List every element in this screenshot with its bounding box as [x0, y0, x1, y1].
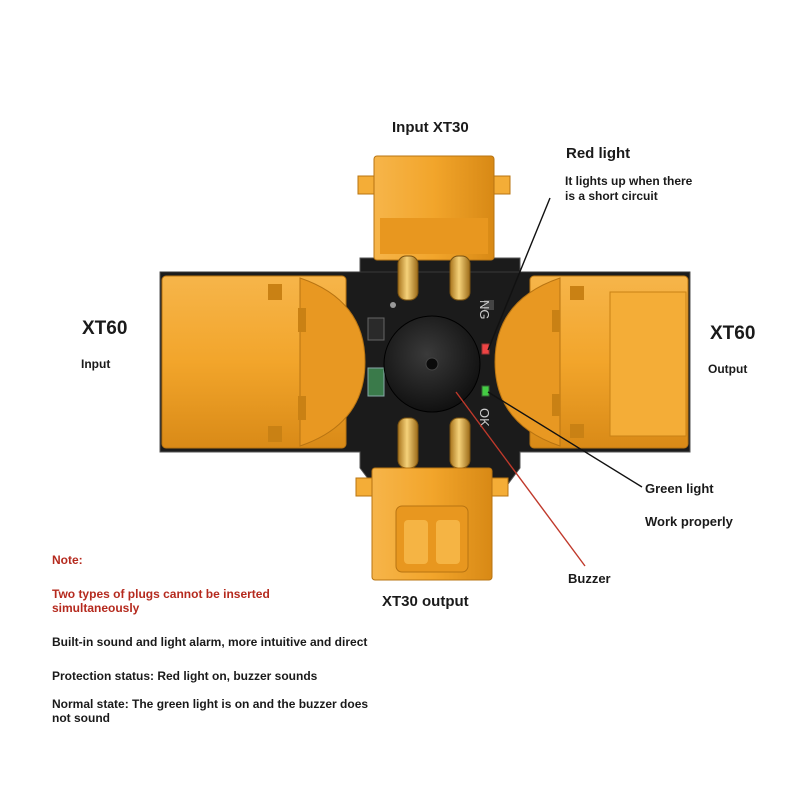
normal-line2: not sound [52, 711, 110, 725]
green-light-callout [487, 391, 643, 488]
input-label: Input [81, 357, 111, 371]
red-light-desc-line2: is a short circuit [565, 189, 658, 203]
pcb-ok-text: OK [477, 408, 492, 427]
xt60-input-connector [161, 275, 366, 449]
warning-line1: Two types of plugs cannot be inserted [52, 587, 270, 601]
buzzer-callout [455, 391, 586, 567]
warning-line2: simultaneously [52, 601, 140, 615]
xt30-output-label: XT30 output [382, 593, 469, 610]
buzzer [383, 315, 481, 413]
pcb-ng-text: NG [477, 300, 492, 320]
note-heading: Note: [52, 553, 83, 567]
red-light-label: Red light [566, 145, 631, 162]
green-light-led [481, 385, 490, 397]
feature-note: Built-in sound and light alarm, more int… [52, 635, 368, 649]
red-light-desc-line1: It lights up when there [565, 174, 693, 188]
red-light-callout [487, 197, 551, 351]
xt30-input-connector [357, 155, 511, 301]
protection-note: Protection status: Red light on, buzzer … [52, 669, 318, 683]
xt60-input-title: XT60 [82, 318, 128, 339]
green-light-label: Green light [645, 481, 714, 496]
normal-line1: Normal state: The green light is on and … [52, 697, 369, 711]
xt60-output-title: XT60 [710, 323, 756, 344]
work-properly-label: Work properly [645, 514, 733, 529]
xt60-output-connector [494, 275, 689, 449]
input-xt30-label: Input XT30 [392, 119, 469, 136]
xt30-output-connector [355, 417, 509, 581]
output-label: Output [708, 362, 748, 376]
buzzer-label: Buzzer [568, 571, 611, 586]
